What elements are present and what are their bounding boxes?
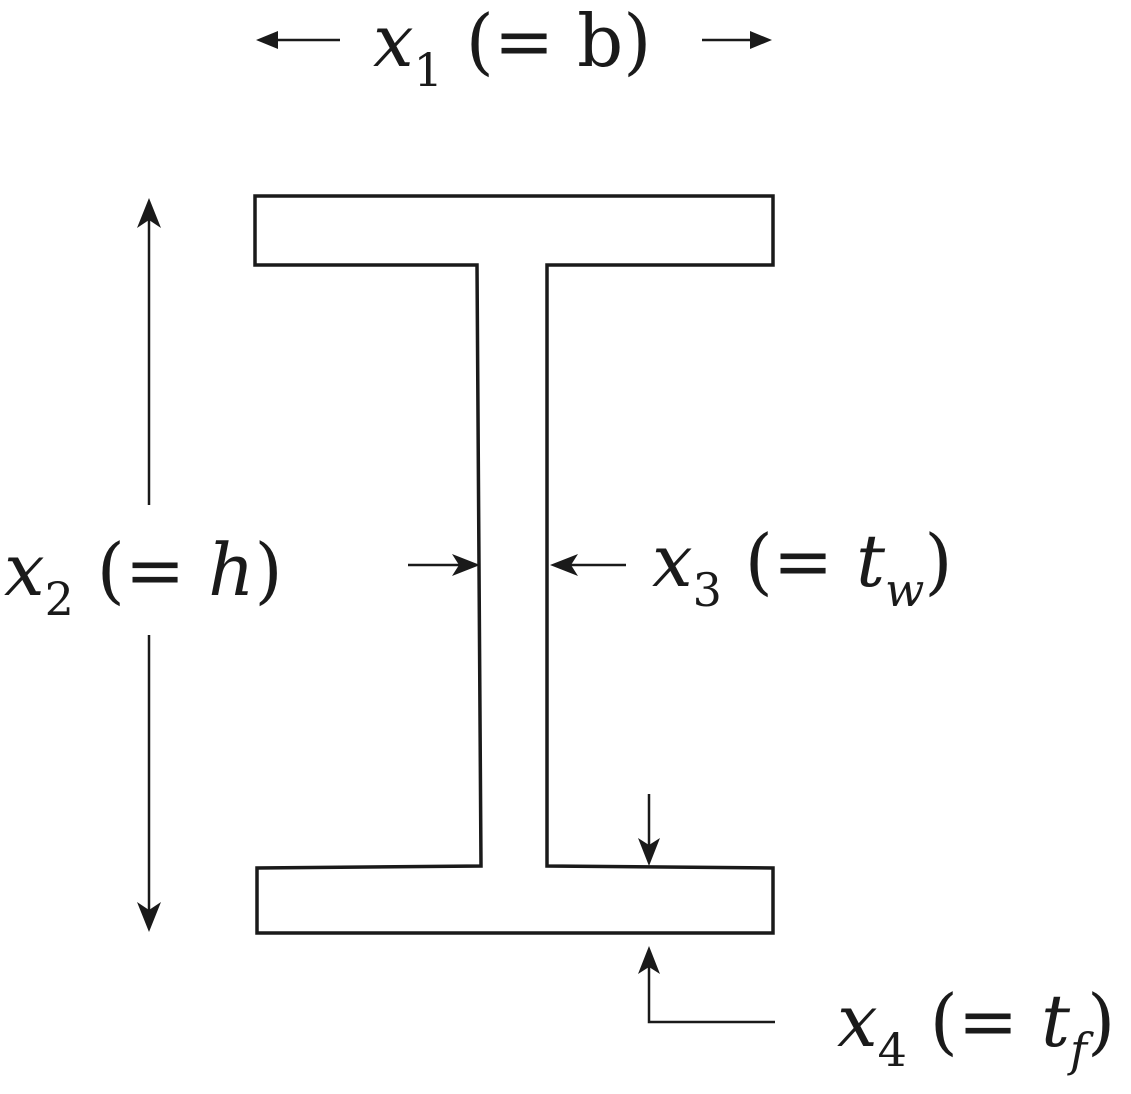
width-arrow-left-head bbox=[256, 31, 278, 49]
flange-arrow-bottom-leader bbox=[647, 958, 775, 1024]
height-arrow-down-head bbox=[137, 902, 161, 932]
web-thickness-dimension bbox=[408, 554, 626, 576]
height-arrow-up-head bbox=[137, 198, 161, 228]
flange-arrow-bottom-head bbox=[638, 946, 660, 974]
width-arrow-right-head bbox=[750, 31, 772, 49]
width-dimension bbox=[256, 31, 772, 49]
web-arrow-left-head bbox=[452, 554, 480, 576]
height-dimension bbox=[137, 198, 161, 932]
flange-arrow-top-head bbox=[638, 838, 660, 866]
web-label: x3 (= tw) bbox=[652, 519, 953, 617]
width-label: x1 (= b) bbox=[373, 0, 651, 97]
flange-label: x4 (= tf) bbox=[837, 979, 1115, 1077]
flange-thickness-dimension bbox=[638, 794, 775, 1024]
i-beam-outline bbox=[253, 194, 775, 935]
height-label: x2 (= h) bbox=[4, 528, 283, 626]
web-arrow-right-head bbox=[550, 554, 578, 576]
